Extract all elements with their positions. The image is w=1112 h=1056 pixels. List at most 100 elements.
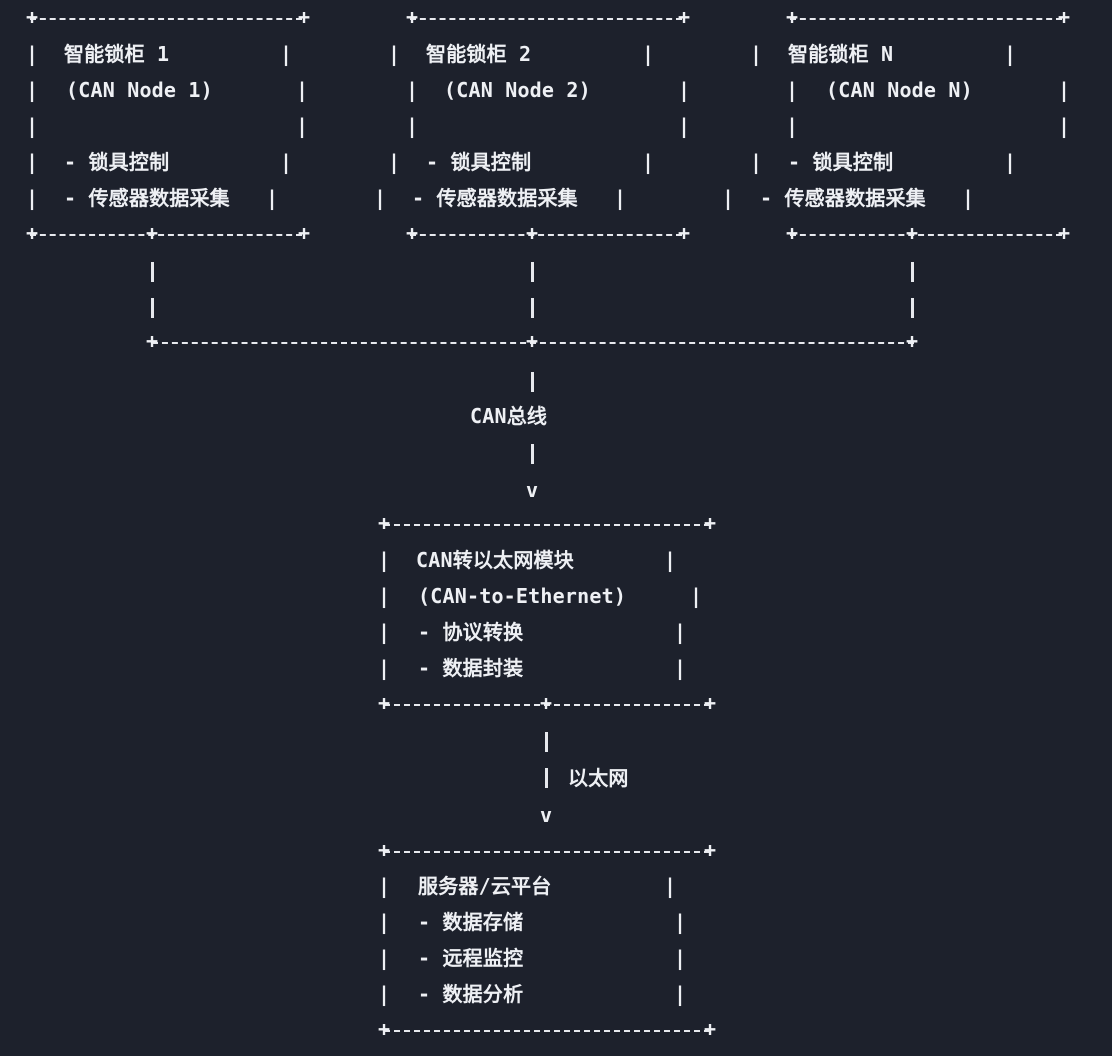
corner: + bbox=[704, 511, 717, 535]
box-border-left: | bbox=[378, 584, 391, 608]
node-subtitle: (CAN Node 1) bbox=[66, 78, 213, 102]
connector-line bbox=[545, 732, 548, 752]
corner: + bbox=[378, 511, 391, 535]
corner: + bbox=[786, 221, 799, 245]
server-title: 服务器/云平台 bbox=[418, 874, 552, 898]
bus-junction: + bbox=[146, 329, 159, 353]
box-border-top bbox=[790, 18, 1062, 20]
gateway-title: CAN转以太网模块 bbox=[416, 548, 574, 572]
node-feature: - 传感器数据采集 bbox=[412, 186, 578, 210]
box-border-right: | bbox=[674, 982, 687, 1006]
node-feature: - 锁具控制 bbox=[788, 150, 894, 174]
arrow-down-icon: v bbox=[526, 478, 539, 502]
box-border-left: | bbox=[786, 114, 799, 138]
corner: + bbox=[26, 221, 39, 245]
node-subtitle: (CAN Node 2) bbox=[444, 78, 591, 102]
box-border-right: | bbox=[296, 114, 309, 138]
box-border-bottom bbox=[790, 234, 1062, 236]
node-feature: - 锁具控制 bbox=[426, 150, 532, 174]
corner: + bbox=[1058, 5, 1071, 29]
corner: + bbox=[704, 691, 717, 715]
node-feature: - 锁具控制 bbox=[64, 150, 170, 174]
box-border-bottom bbox=[384, 704, 710, 706]
corner: + bbox=[298, 5, 311, 29]
box-border-bottom bbox=[410, 234, 682, 236]
box-border-right: | bbox=[280, 42, 293, 66]
connector-line bbox=[151, 298, 154, 318]
box-border-left: | bbox=[374, 186, 387, 210]
node-title: 智能锁柜 2 bbox=[426, 42, 532, 66]
box-border-right: | bbox=[1058, 114, 1071, 138]
corner: + bbox=[1058, 221, 1071, 245]
box-border-right: | bbox=[642, 150, 655, 174]
connector-junction: + bbox=[146, 221, 159, 245]
box-border-left: | bbox=[26, 42, 39, 66]
box-border-left: | bbox=[26, 150, 39, 174]
bus-junction: + bbox=[906, 329, 919, 353]
connector-line bbox=[911, 298, 914, 318]
connector-line bbox=[911, 262, 914, 282]
box-border-left: | bbox=[26, 78, 39, 102]
node-feature: - 传感器数据采集 bbox=[760, 186, 926, 210]
box-border-left: | bbox=[26, 186, 39, 210]
corner: + bbox=[26, 5, 39, 29]
corner: + bbox=[704, 838, 717, 862]
box-border-right: | bbox=[674, 910, 687, 934]
box-border-right: | bbox=[674, 620, 687, 644]
box-border-left: | bbox=[378, 548, 391, 572]
box-border-left: | bbox=[722, 186, 735, 210]
connector-line bbox=[531, 262, 534, 282]
corner: + bbox=[704, 1017, 717, 1041]
box-border-bottom bbox=[30, 234, 302, 236]
gateway-feature: - 协议转换 bbox=[418, 620, 524, 644]
box-border-left: | bbox=[26, 114, 39, 138]
box-border-left: | bbox=[388, 150, 401, 174]
server-feature: - 数据分析 bbox=[418, 982, 524, 1006]
box-border-left: | bbox=[406, 78, 419, 102]
connector-line bbox=[531, 372, 534, 392]
box-border-right: | bbox=[1004, 42, 1017, 66]
box-border-right: | bbox=[678, 114, 691, 138]
connector-junction: + bbox=[540, 691, 553, 715]
box-border-left: | bbox=[406, 114, 419, 138]
connector-line bbox=[531, 298, 534, 318]
corner: + bbox=[378, 1017, 391, 1041]
box-border-right: | bbox=[664, 548, 677, 572]
connector-junction: + bbox=[906, 221, 919, 245]
box-border-right: | bbox=[678, 78, 691, 102]
box-border-right: | bbox=[664, 874, 677, 898]
connector-line bbox=[151, 262, 154, 282]
bus-junction: + bbox=[526, 329, 539, 353]
box-border-right: | bbox=[690, 584, 703, 608]
arrow-down-icon: v bbox=[540, 803, 553, 827]
corner: + bbox=[786, 5, 799, 29]
gateway-subtitle: (CAN-to-Ethernet) bbox=[418, 584, 627, 608]
corner: + bbox=[298, 221, 311, 245]
connector-line bbox=[545, 768, 548, 788]
can-bus-line bbox=[152, 342, 914, 344]
box-border-top bbox=[410, 18, 682, 20]
node-subtitle: (CAN Node N) bbox=[826, 78, 973, 102]
node-title: 智能锁柜 N bbox=[788, 42, 894, 66]
can-bus-label: CAN总线 bbox=[470, 404, 548, 428]
corner: + bbox=[406, 5, 419, 29]
box-border-right: | bbox=[1058, 78, 1071, 102]
box-border-left: | bbox=[378, 982, 391, 1006]
box-border-right: | bbox=[1004, 150, 1017, 174]
box-border-left: | bbox=[378, 910, 391, 934]
box-border-left: | bbox=[750, 150, 763, 174]
box-border-right: | bbox=[296, 78, 309, 102]
box-border-right: | bbox=[642, 42, 655, 66]
box-border-left: | bbox=[750, 42, 763, 66]
box-border-right: | bbox=[614, 186, 627, 210]
box-border-right: | bbox=[674, 946, 687, 970]
box-border-right: | bbox=[266, 186, 279, 210]
box-border-right: | bbox=[280, 150, 293, 174]
gateway-feature: - 数据封装 bbox=[418, 656, 524, 680]
corner: + bbox=[678, 5, 691, 29]
box-border-left: | bbox=[378, 874, 391, 898]
node-title: 智能锁柜 1 bbox=[64, 42, 170, 66]
corner: + bbox=[678, 221, 691, 245]
server-feature: - 数据存储 bbox=[418, 910, 524, 934]
